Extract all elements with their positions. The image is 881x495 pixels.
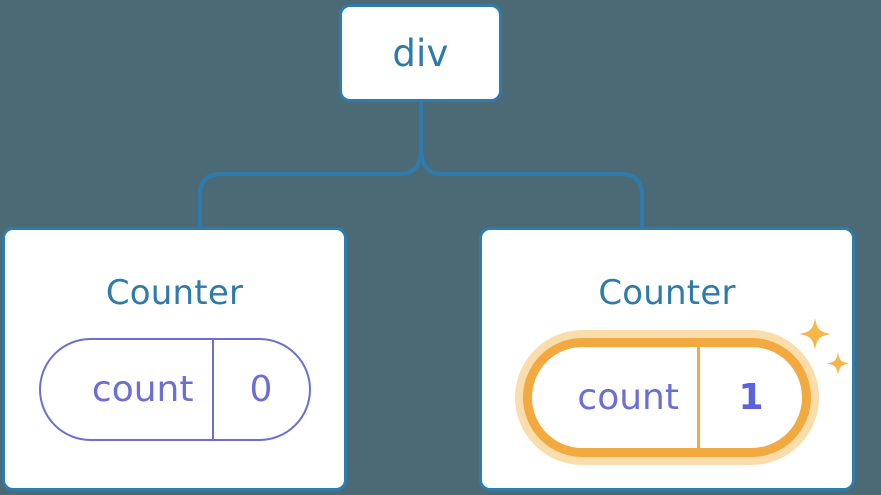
state-value-cell-left: 0 bbox=[214, 340, 309, 439]
state-pill-right[interactable]: count 1 bbox=[523, 338, 811, 457]
state-key-cell-right: count bbox=[532, 347, 700, 448]
node-counter-left-label: Counter bbox=[105, 273, 244, 313]
connector-branch-left bbox=[198, 147, 423, 228]
node-counter-left[interactable]: Counter count 0 bbox=[2, 227, 347, 491]
state-pill-wrapper-left: count 0 bbox=[38, 338, 311, 441]
node-counter-right[interactable]: Counter count 1 bbox=[479, 227, 855, 491]
state-key-left: count bbox=[91, 368, 194, 410]
state-key-cell-left: count bbox=[41, 340, 214, 439]
sparkle-small-icon bbox=[826, 352, 850, 375]
state-pill-wrapper-right: count 1 bbox=[523, 318, 850, 457]
state-value-cell-right: 1 bbox=[700, 347, 802, 448]
node-root-label: div bbox=[392, 31, 449, 75]
state-pill-left[interactable]: count 0 bbox=[38, 338, 311, 441]
node-counter-right-label: Counter bbox=[598, 273, 736, 313]
connector-branch-right bbox=[419, 147, 644, 228]
state-key-right: count bbox=[577, 376, 679, 418]
node-root-div[interactable]: div bbox=[339, 4, 502, 102]
state-value-right: 1 bbox=[738, 376, 764, 418]
sparkle-large-icon bbox=[799, 318, 831, 350]
state-value-left: 0 bbox=[249, 368, 273, 410]
